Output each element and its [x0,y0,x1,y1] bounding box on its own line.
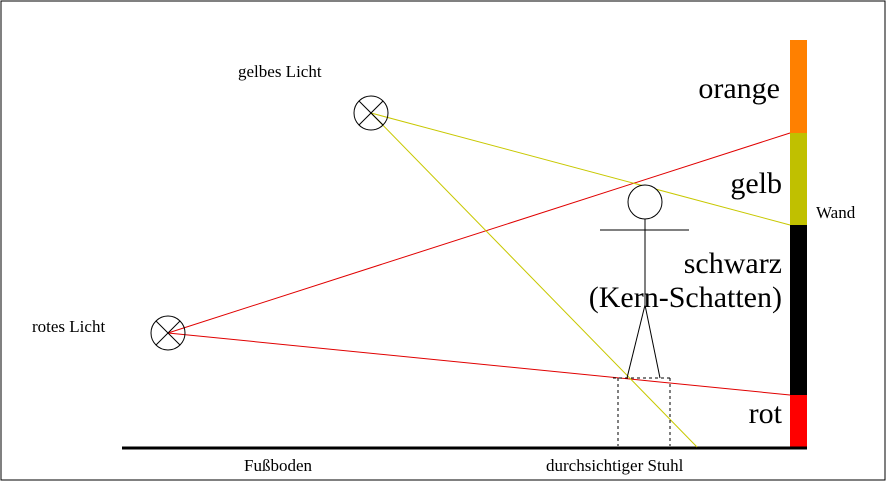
figure-head [627,184,663,220]
wall-band-red [790,395,807,447]
yellow-light-label: gelbes Licht [238,62,322,81]
chair-label: durchsichtiger Stuhl [546,456,684,475]
core-shadow-label: (Kern-Schatten) [589,281,782,314]
yellow-light-icon [353,95,389,131]
red-ray-lower [167,332,791,396]
red-ray-upper [167,132,791,334]
wall-band-yellow [790,133,807,225]
wall-band-orange [790,40,807,133]
stick-figure [600,184,689,379]
yellow-ray-lower [370,112,698,448]
red-band-label: rot [749,397,783,430]
red-light-label: rotes Licht [32,317,105,336]
yellow-ray-upper [370,112,791,226]
wall-label: Wand [816,203,856,222]
wall-band-black [790,225,807,395]
figure-right-leg [644,304,661,379]
figure-left-leg [626,304,646,379]
orange-band-label: orange [698,72,780,105]
yellow-band-label: gelb [730,167,782,200]
transparent-chair [613,377,673,446]
red-light-icon [150,315,186,351]
black-band-label: schwarz [684,247,782,280]
floor-label: Fußboden [244,456,313,475]
